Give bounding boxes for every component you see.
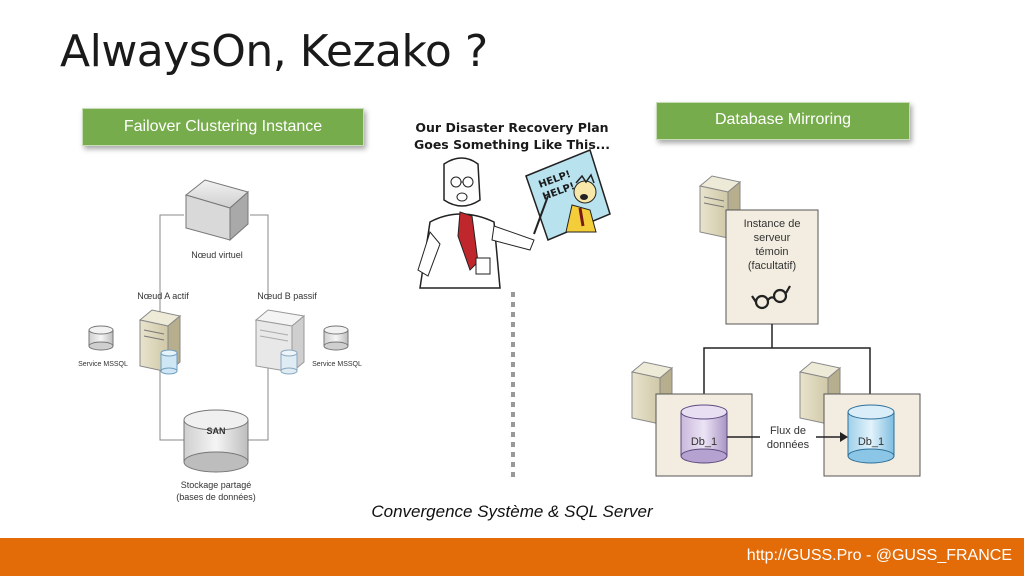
fci-tag: Failover Clustering Instance [82, 108, 364, 146]
service-right-icon [323, 325, 349, 351]
node-b-label: Nœud B passif [257, 291, 317, 301]
db-left-label: Db_1 [691, 436, 717, 448]
witness-line2: serveur [754, 232, 791, 244]
service-left-label: Service MSSQL [78, 361, 128, 368]
fci-link-right [250, 214, 269, 300]
fci-link-right-san [248, 360, 269, 441]
virtual-node-label: Nœud virtuel [191, 250, 243, 260]
witness-line1: Instance de [744, 218, 801, 230]
cartoon-line1: Our Disaster Recovery Plan [415, 120, 608, 135]
flow-arrow-head-icon [840, 432, 848, 442]
mirroring-tag: Database Mirroring [656, 102, 910, 140]
storage-label-line2: (bases de données) [176, 492, 256, 502]
glasses-icon [751, 285, 791, 310]
db-right-label: Db_1 [858, 436, 884, 448]
cartoon-line2: Goes Something Like This... [414, 137, 610, 152]
flow-label-overlay: Flux de données [767, 425, 810, 451]
flow-overlay-line2: données [767, 439, 810, 451]
service-right-label: Service MSSQL [312, 361, 362, 368]
witness-line3: témoin [755, 246, 788, 258]
witness-box [725, 209, 819, 325]
partner-connector [703, 347, 871, 404]
witness-line4: (facultatif) [748, 260, 796, 272]
san-storage-icon [183, 409, 249, 473]
node-a-db-icon [160, 349, 178, 375]
footer-bar: http://GUSS.Pro - @GUSS_FRANCE [0, 538, 1024, 576]
storage-label-line1: Stockage partagé [181, 480, 252, 490]
fci-diagram: Nœud virtuel Nœud A actif Service MSSQL … [78, 179, 362, 502]
service-left-icon [88, 325, 114, 351]
san-label: SAN [206, 426, 225, 436]
node-a-label: Nœud A actif [137, 291, 189, 301]
node-b-db-icon [280, 349, 298, 375]
help-sign-icon: HELP! HELP! [525, 148, 611, 242]
flow-overlay-line1: Flux de [770, 425, 806, 437]
principal-db-icon [680, 404, 728, 464]
footer-link[interactable]: http://GUSS.Pro - @GUSS_FRANCE [746, 547, 1012, 564]
dilbert-cartoon: Our Disaster Recovery Plan Goes Somethin… [414, 120, 611, 289]
dilbert-figure-icon [417, 157, 535, 289]
slide-title: AlwaysOn, Kezako ? [60, 26, 488, 77]
flow-label-backdrop [760, 423, 816, 453]
mirror-db-icon [847, 404, 895, 464]
virtual-node-cube-icon [184, 179, 250, 242]
slide-caption: Convergence Système & SQL Server [371, 502, 653, 521]
